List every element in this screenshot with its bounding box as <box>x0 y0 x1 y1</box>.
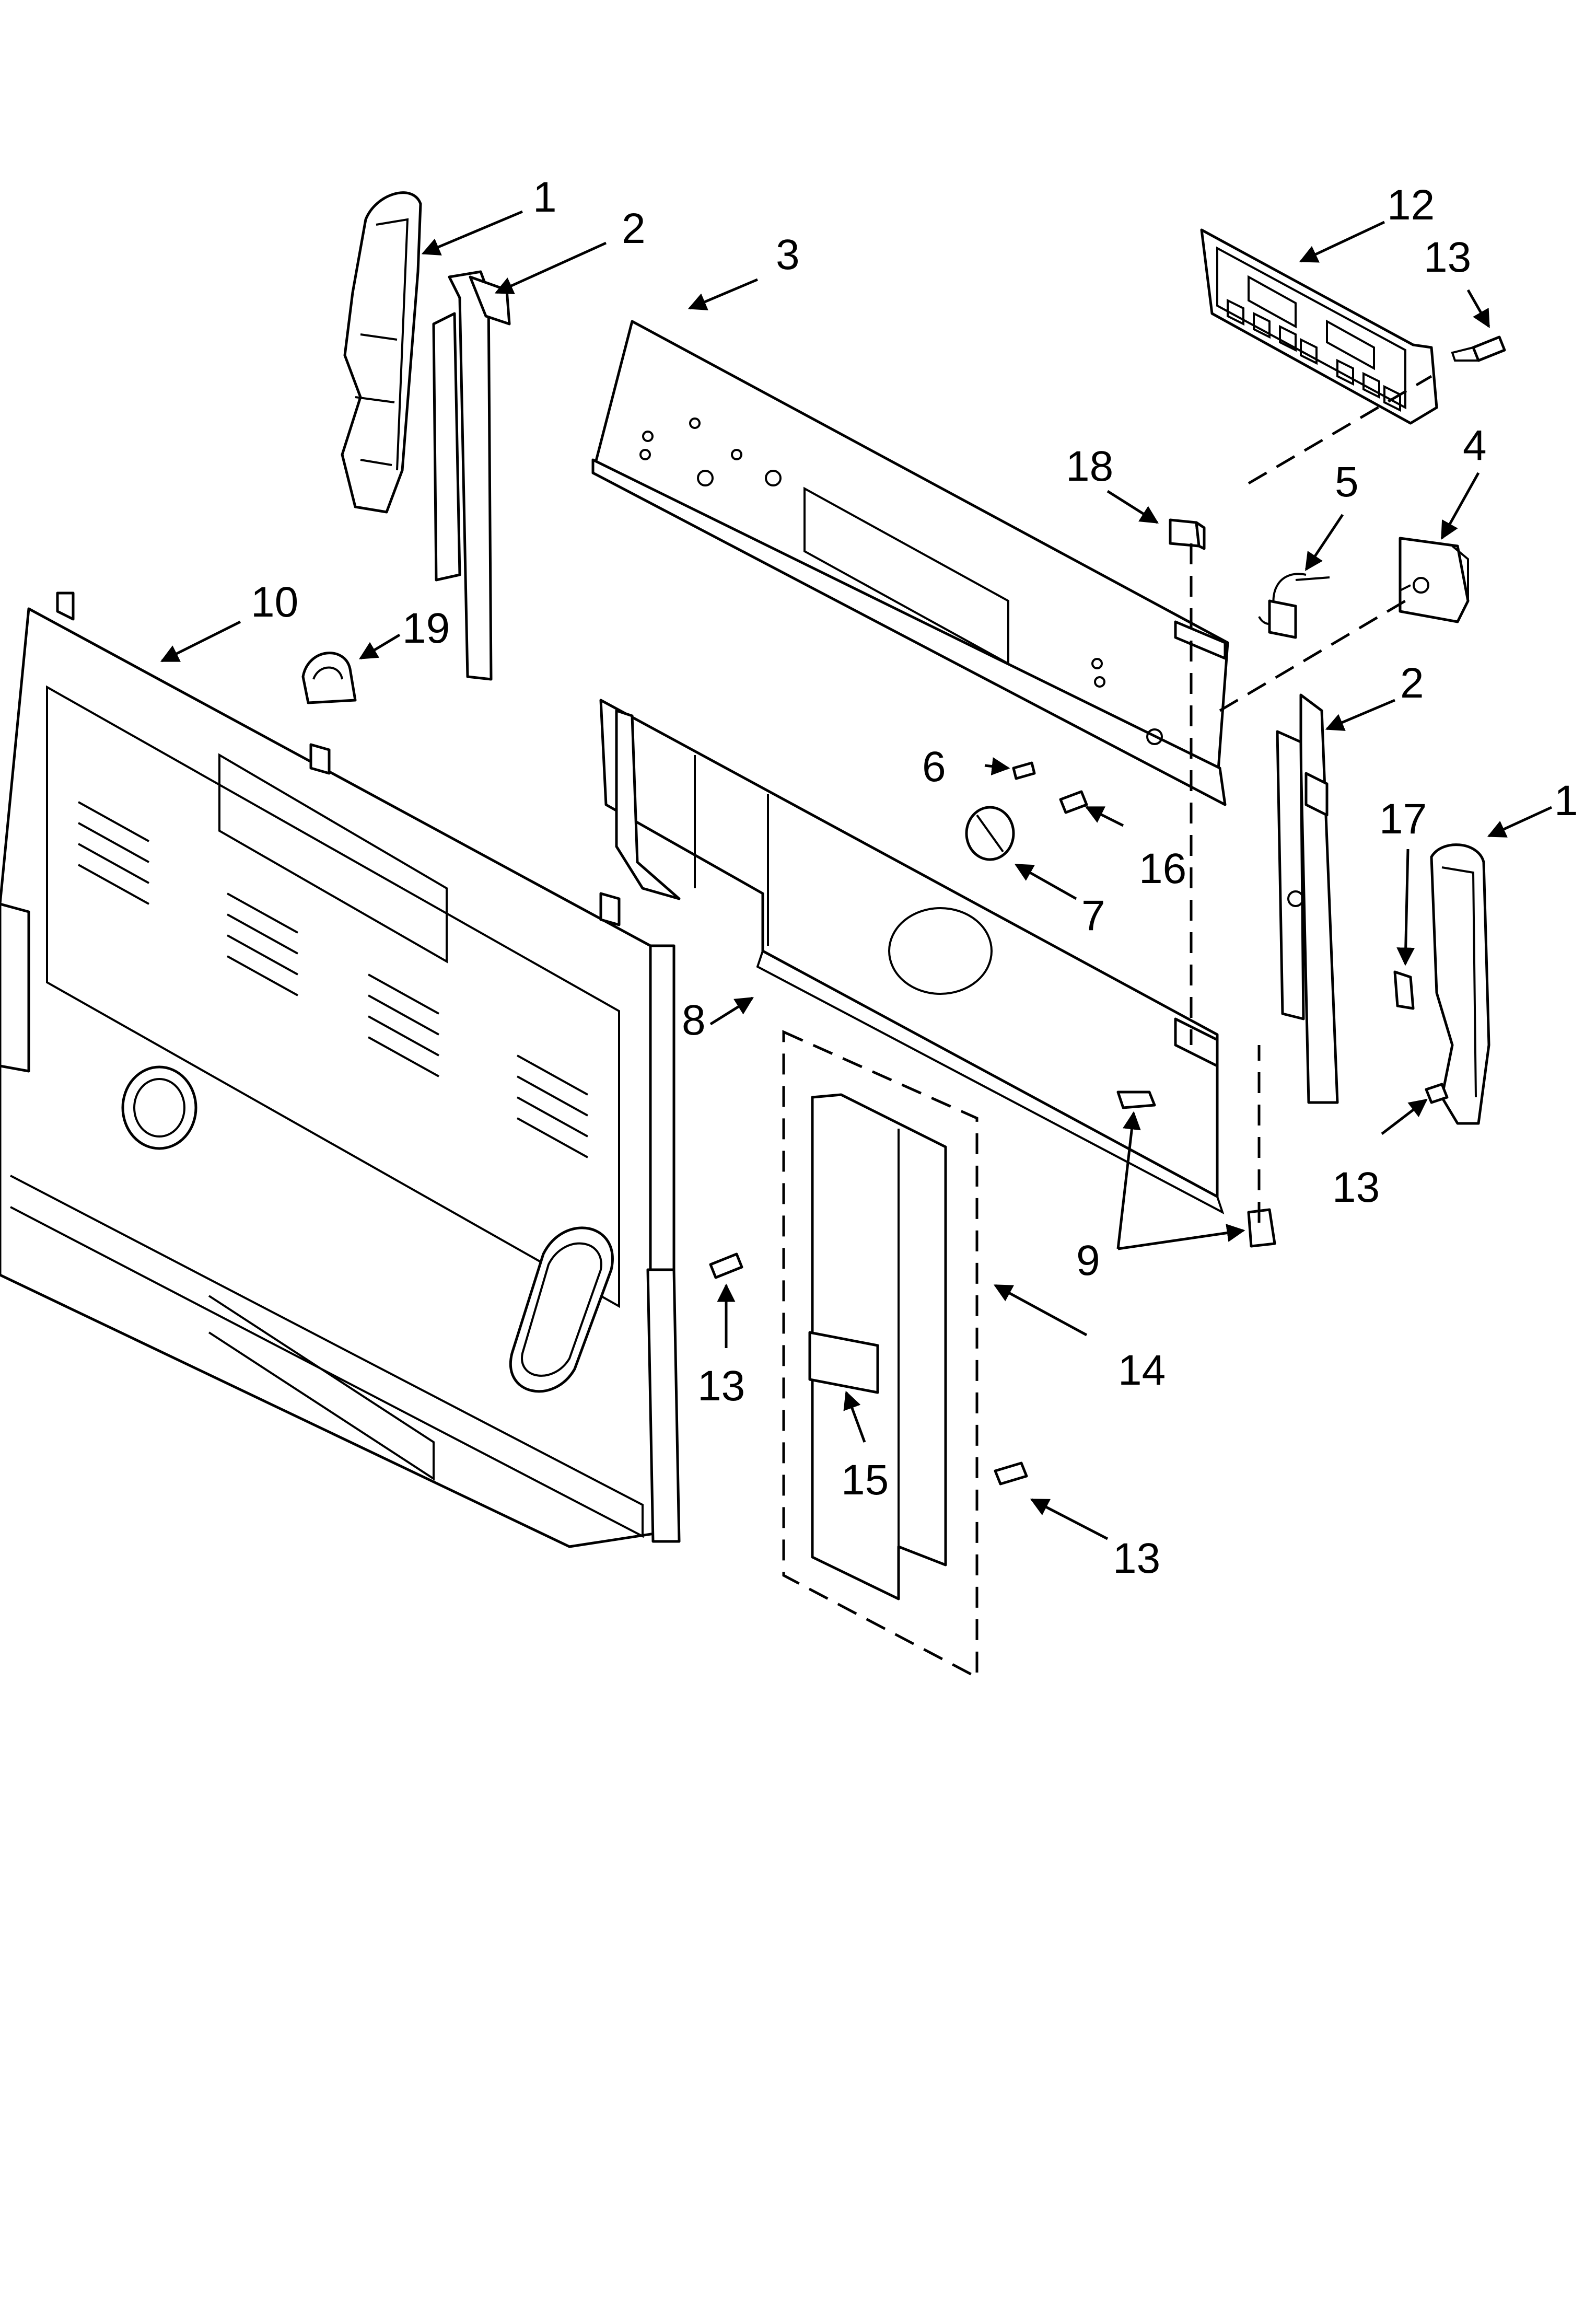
vent-slots <box>78 801 588 1158</box>
callout-10: 10 <box>251 578 298 626</box>
part-13-screw-right <box>1425 1083 1449 1104</box>
callout-12: 12 <box>1387 181 1435 229</box>
part-3-control-panel <box>591 320 1229 806</box>
part-8-inner-bracket <box>599 699 1225 1215</box>
callout-2-left: 2 <box>622 205 646 252</box>
callout-14: 14 <box>1118 1347 1166 1394</box>
callout-5: 5 <box>1335 458 1359 506</box>
part-5-wire-harness <box>1258 573 1330 639</box>
part-1-left-end-cap <box>341 191 422 514</box>
part-4-switch <box>1399 537 1470 623</box>
leader-lines <box>160 210 1553 1540</box>
callout-1-right: 1 <box>1554 777 1578 825</box>
callout-13-right: 13 <box>1332 1164 1380 1211</box>
callout-17: 17 <box>1379 795 1427 843</box>
part-13-screw-top <box>1451 335 1506 362</box>
part-12-electronic-control <box>1200 228 1438 425</box>
callout-18: 18 <box>1066 443 1113 490</box>
panel-holes <box>639 417 1163 745</box>
callout-2-right: 2 <box>1400 659 1424 707</box>
part-18-indicator <box>1169 518 1206 550</box>
part-1-right-end-cap <box>1430 843 1490 1125</box>
callout-19: 19 <box>402 605 450 652</box>
part-19-clip <box>301 652 357 704</box>
callout-labels: 1 2 3 12 13 18 5 4 10 19 2 6 17 1 16 7 8… <box>251 173 1578 1582</box>
part-15-label-plate <box>808 1331 879 1394</box>
callout-9: 9 <box>1076 1237 1100 1284</box>
assembly-lines <box>1190 375 1432 1223</box>
part-7-knob <box>965 806 1015 861</box>
callout-3: 3 <box>776 231 800 279</box>
callout-8: 8 <box>682 996 706 1044</box>
part-13-screw-mid <box>709 1252 743 1279</box>
callout-15: 15 <box>841 1456 889 1504</box>
part-10-rear-panel <box>0 591 681 1548</box>
callout-4: 4 <box>1463 422 1487 469</box>
callout-7: 7 <box>1081 892 1105 939</box>
part-6-screw <box>1012 761 1036 780</box>
part-16-screw <box>1059 790 1088 814</box>
callout-16: 16 <box>1139 845 1186 892</box>
part-9-screws <box>1116 1090 1276 1248</box>
callout-1-left: 1 <box>533 173 557 221</box>
part-17-clip <box>1393 970 1415 1010</box>
callout-13-top: 13 <box>1424 234 1471 281</box>
part-13-screw-lower <box>994 1461 1028 1486</box>
callout-6: 6 <box>922 743 946 791</box>
part-2-left-bracket <box>432 270 511 681</box>
callout-13-mid: 13 <box>697 1362 745 1410</box>
callout-13-lower: 13 <box>1113 1535 1160 1582</box>
part-2-right-bracket <box>1276 693 1339 1104</box>
